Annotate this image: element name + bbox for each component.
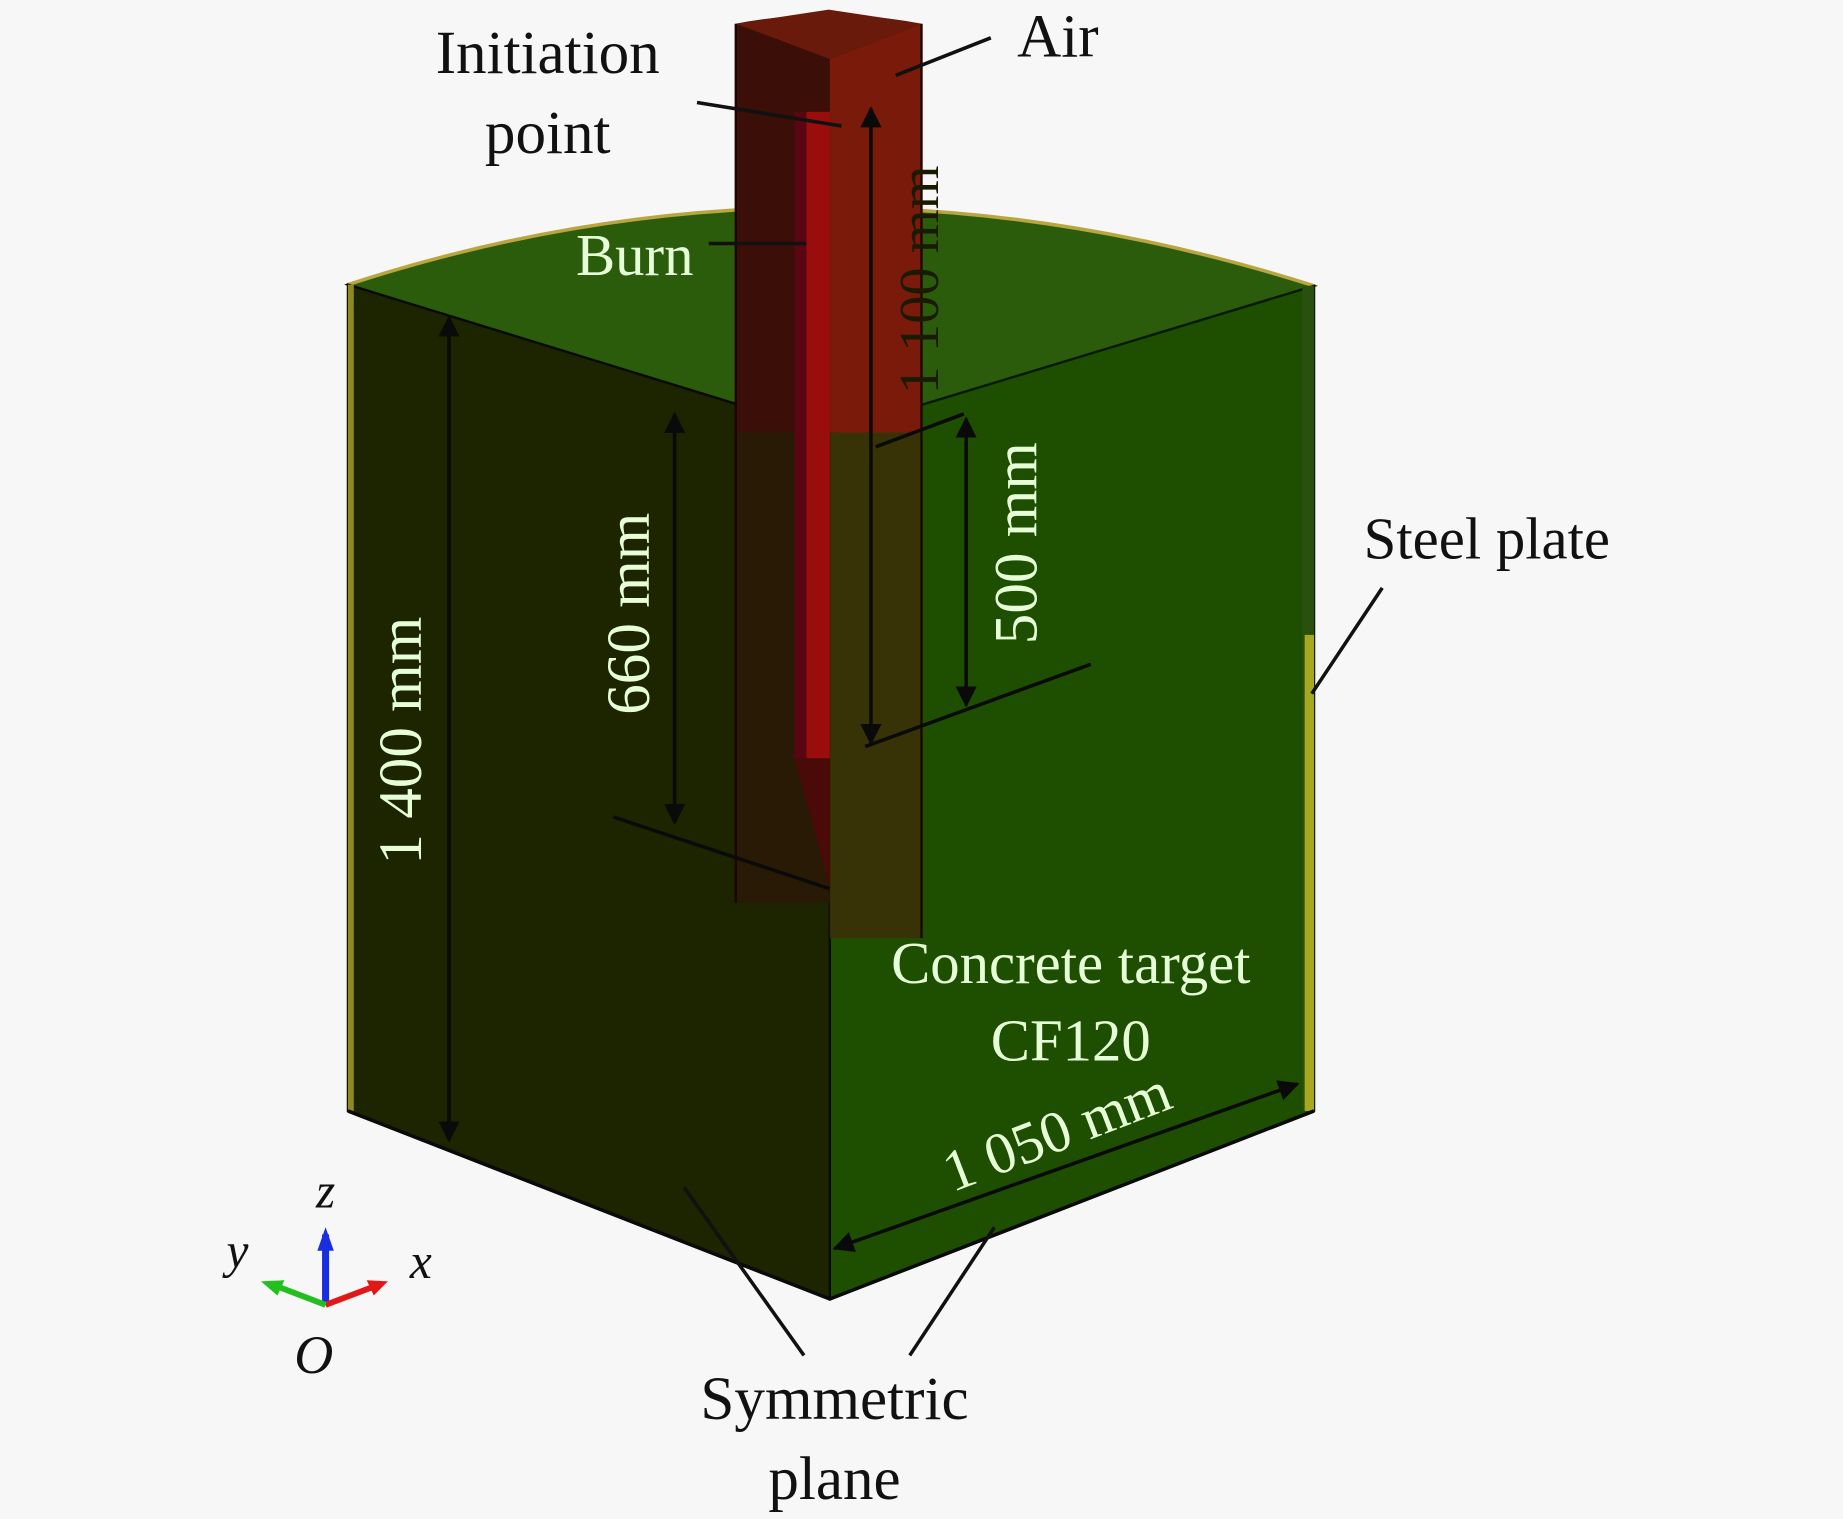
label-steel-plate: Steel plate xyxy=(1364,507,1610,572)
dim-ext-hole-depth xyxy=(612,815,831,891)
label-air: Air xyxy=(1017,4,1098,71)
axis-label-y: y xyxy=(221,1223,248,1278)
axis-x-head xyxy=(366,1280,388,1296)
leader-lines xyxy=(682,36,1384,1357)
axis-triad: z x y O xyxy=(221,1163,431,1385)
leader-steel-plate xyxy=(1310,586,1384,695)
leader-initiation-point xyxy=(696,100,842,128)
dim-ext-top-right xyxy=(875,412,965,449)
axis-label-z: z xyxy=(315,1163,335,1218)
axis-z-head xyxy=(317,1227,334,1251)
label-initiation-point: point xyxy=(485,100,611,167)
dim-line-radius xyxy=(832,1080,1300,1253)
charge-column xyxy=(734,9,923,939)
dim-text-charge-length: 1 100 mm xyxy=(889,166,951,395)
dimension-lines xyxy=(438,106,1300,1253)
label-initiation: Initiation xyxy=(436,20,660,87)
leader-symmetric-left xyxy=(682,1186,806,1357)
axis-x-arrow xyxy=(324,1282,380,1308)
axis-y-head xyxy=(260,1280,285,1296)
axis-label-x: x xyxy=(409,1234,432,1289)
steel-plate-left-edge xyxy=(347,284,354,1111)
dim-text-total-height: 1 400 mm xyxy=(368,617,435,865)
dim-text-burial-depth: 500 mm xyxy=(984,442,1051,644)
label-concrete-grade: CF120 xyxy=(991,1008,1151,1073)
leader-air xyxy=(894,36,992,78)
dim-ext-burial-depth xyxy=(864,662,1092,749)
burn-charge xyxy=(806,111,830,759)
hole-inside-right xyxy=(829,432,922,939)
steel-plate-strip-lit xyxy=(1304,634,1315,1111)
label-symmetric: Symmetric xyxy=(700,1366,968,1433)
label-symmetric-plane: plane xyxy=(768,1446,900,1513)
axis-label-origin: O xyxy=(294,1325,333,1385)
label-concrete-target: Concrete target xyxy=(891,931,1250,996)
dim-text-hole-depth: 660 mm xyxy=(596,513,663,715)
label-burn: Burn xyxy=(576,223,694,288)
leader-symmetric-right xyxy=(908,1226,996,1357)
air-column-top xyxy=(735,9,922,59)
burn-charge-shade xyxy=(794,111,807,759)
